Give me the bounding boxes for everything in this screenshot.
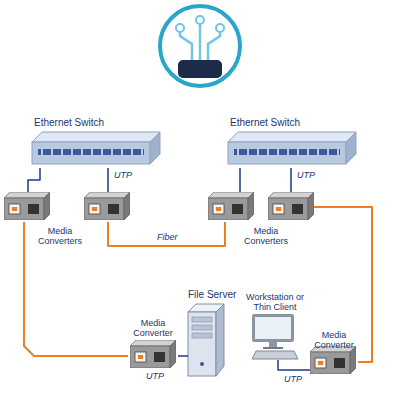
switch-node: Ethernet Switch [32,118,160,168]
media-converter [208,192,254,220]
workstation-symbol [252,314,298,359]
server-side [216,304,224,376]
utp-cable [240,168,291,192]
server-tower [188,304,224,376]
server-node: File Server [188,290,244,376]
cable-jacket [178,60,222,78]
node-label: Media Converters [30,226,90,246]
fiber-strands [180,22,220,62]
icon-ring [160,6,240,86]
switch-side [346,132,356,164]
server-front [188,312,216,376]
strand-tip [176,24,184,32]
cable-label: UTP [113,170,133,180]
monitor-base [263,347,283,349]
utp-cable [28,168,108,192]
cable-label: UTP [296,170,316,180]
switch-ports [38,148,144,156]
keyboard [252,351,298,359]
workstation-node: Workstation or Thin Client [244,292,306,360]
media-converter [130,340,176,368]
switch-symbol [32,132,160,164]
switch-ports [234,148,340,156]
media-converter [84,192,130,220]
node-label: File Server [188,290,252,300]
node-label: Media Converter [310,330,358,350]
drive-bay [192,317,212,322]
monitor-frame [252,314,294,342]
node-label: Media Converters [238,226,294,246]
media-converter [4,192,50,220]
cable-label: Fiber [156,232,179,242]
switch-top [32,132,160,142]
converter-node: Media Converter [310,330,358,374]
media-converter [268,192,314,220]
monitor-screen [255,317,291,339]
switch-front [228,142,346,164]
monitor-stand [269,342,277,347]
utp-cable [278,360,310,370]
drive-bay [192,333,212,338]
fiber-cable [108,222,225,246]
switch-top [228,132,356,142]
media-converter [310,346,356,374]
converter-pair: Media Converters [4,192,132,222]
converter-pair: Media Converters [208,192,314,222]
drive-bay [192,325,212,330]
strand-tip [216,24,224,32]
switch-front [32,142,150,164]
switch-symbol [228,132,356,164]
node-label: Workstation or Thin Client [244,292,306,312]
power-led [200,362,204,366]
switch-side [150,132,160,164]
fiber-cable [24,222,128,356]
fiber-icon [160,6,240,86]
cable-label: UTP [283,374,303,384]
node-label: Media Converter [128,318,178,338]
node-label: Ethernet Switch [34,118,144,128]
node-label: Ethernet Switch [230,118,340,128]
switch-node: Ethernet Switch [228,118,356,168]
cable-label: UTP [145,371,165,381]
converter-node: Media Converter [128,318,178,368]
utp-cable [178,355,188,357]
strand-tip [196,16,204,24]
